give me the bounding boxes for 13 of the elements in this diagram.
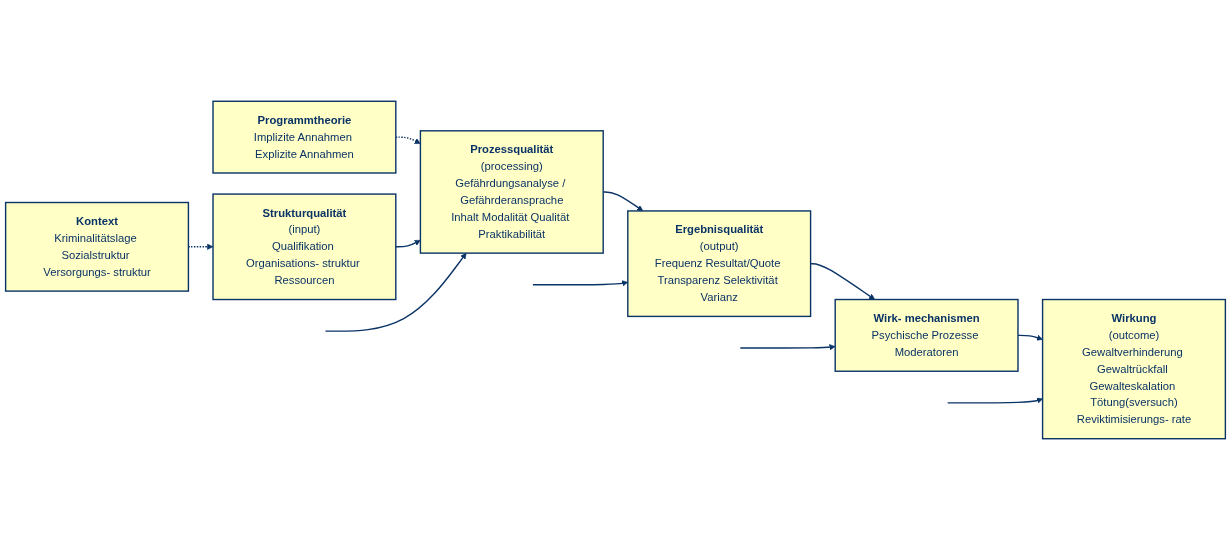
arrow xyxy=(324,252,467,332)
arrow xyxy=(1017,334,1043,341)
node-box: Kontext Kriminalitätslage Sozialstruktur Versorgungs- struktur xyxy=(4,201,190,292)
arrow xyxy=(395,240,421,248)
arrow xyxy=(946,397,1043,404)
arrow xyxy=(739,344,836,351)
node-box: Wirkung (outcome) Gewaltverhinderung Gewaltrückfall Gewalteskalation Tötung(sversuch) Reviktimisierungs- rate xyxy=(1041,298,1227,440)
node-box: Prozessqualität (processing) Gefährdungsanalyse / Gefährderansprache Inhalt Modalität Qualität Praktikabilität xyxy=(419,130,604,254)
node-box: Ergebnisqualität (output) Frequenz Resultat/Quote Transparenz Selektivität Varianz xyxy=(627,210,812,318)
node-box: Wirk- mechanismen Psychische Prozesse Moderatoren xyxy=(834,298,1019,372)
arrow xyxy=(395,136,421,144)
node-box: Programmtheorie Implizite Annahmen Explizite Annahmen xyxy=(212,100,397,174)
node-box: Strukturqualität (input) Qualifikation Organisations- struktur Ressourcen xyxy=(212,193,397,301)
